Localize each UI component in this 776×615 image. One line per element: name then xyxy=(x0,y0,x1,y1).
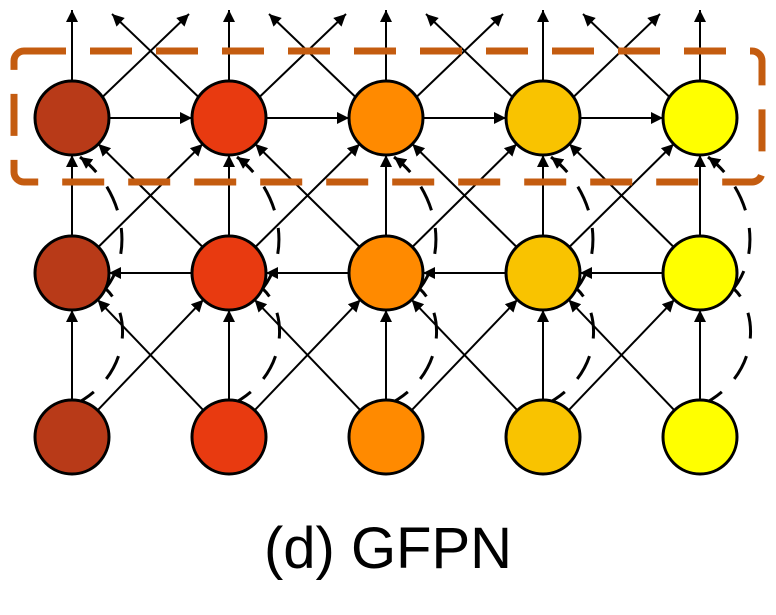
connection-arrow-11 xyxy=(567,299,676,411)
connection-arrow-35 xyxy=(101,13,190,98)
connection-arrow-21 xyxy=(411,143,518,248)
skip-connection-curve-3 xyxy=(236,155,281,295)
connection-arrow-44 xyxy=(572,13,661,98)
node-row2-level4 xyxy=(504,234,582,312)
connection-arrow-15 xyxy=(97,143,204,248)
node-row2-level3 xyxy=(347,234,425,312)
node-row1-level2 xyxy=(190,79,268,157)
node-row3-level2 xyxy=(190,398,268,476)
skip-connection-curve-0 xyxy=(71,287,125,408)
connection-arrow-42 xyxy=(425,13,514,98)
node-row2-level2 xyxy=(190,234,268,312)
node-row1-level3 xyxy=(347,79,425,157)
skip-connection-curve-8 xyxy=(699,287,753,408)
skip-connection-curve-9 xyxy=(707,155,752,295)
connection-arrow-8 xyxy=(410,299,519,411)
node-row1-level4 xyxy=(504,79,582,157)
skip-connection-curve-4 xyxy=(385,287,439,408)
node-row1-level1 xyxy=(33,79,111,157)
skip-connection-curve-5 xyxy=(393,155,438,295)
connection-arrow-5 xyxy=(253,299,362,411)
figure-caption: (d) GFPN xyxy=(263,516,513,581)
skip-connection-curve-1 xyxy=(79,155,124,295)
node-row3-level1 xyxy=(33,398,111,476)
connection-arrow-38 xyxy=(258,13,347,98)
connection-arrow-18 xyxy=(254,143,361,248)
node-row3-level5 xyxy=(661,398,739,476)
output-group-box xyxy=(10,47,766,186)
node-row2-level5 xyxy=(661,234,739,312)
node-row3-level4 xyxy=(504,398,582,476)
node-row2-level1 xyxy=(33,234,111,312)
connection-arrow-45 xyxy=(582,13,671,98)
connection-arrow-2 xyxy=(96,299,205,411)
node-row3-level3 xyxy=(347,398,425,476)
connection-arrow-41 xyxy=(415,13,504,98)
skip-connection-curve-2 xyxy=(228,287,282,408)
skip-connection-curve-7 xyxy=(550,155,595,295)
skip-connection-curve-6 xyxy=(542,287,596,408)
connection-arrow-24 xyxy=(568,143,675,248)
connection-arrow-36 xyxy=(111,13,200,98)
node-row1-level5 xyxy=(661,79,739,157)
connection-arrow-39 xyxy=(268,13,357,98)
